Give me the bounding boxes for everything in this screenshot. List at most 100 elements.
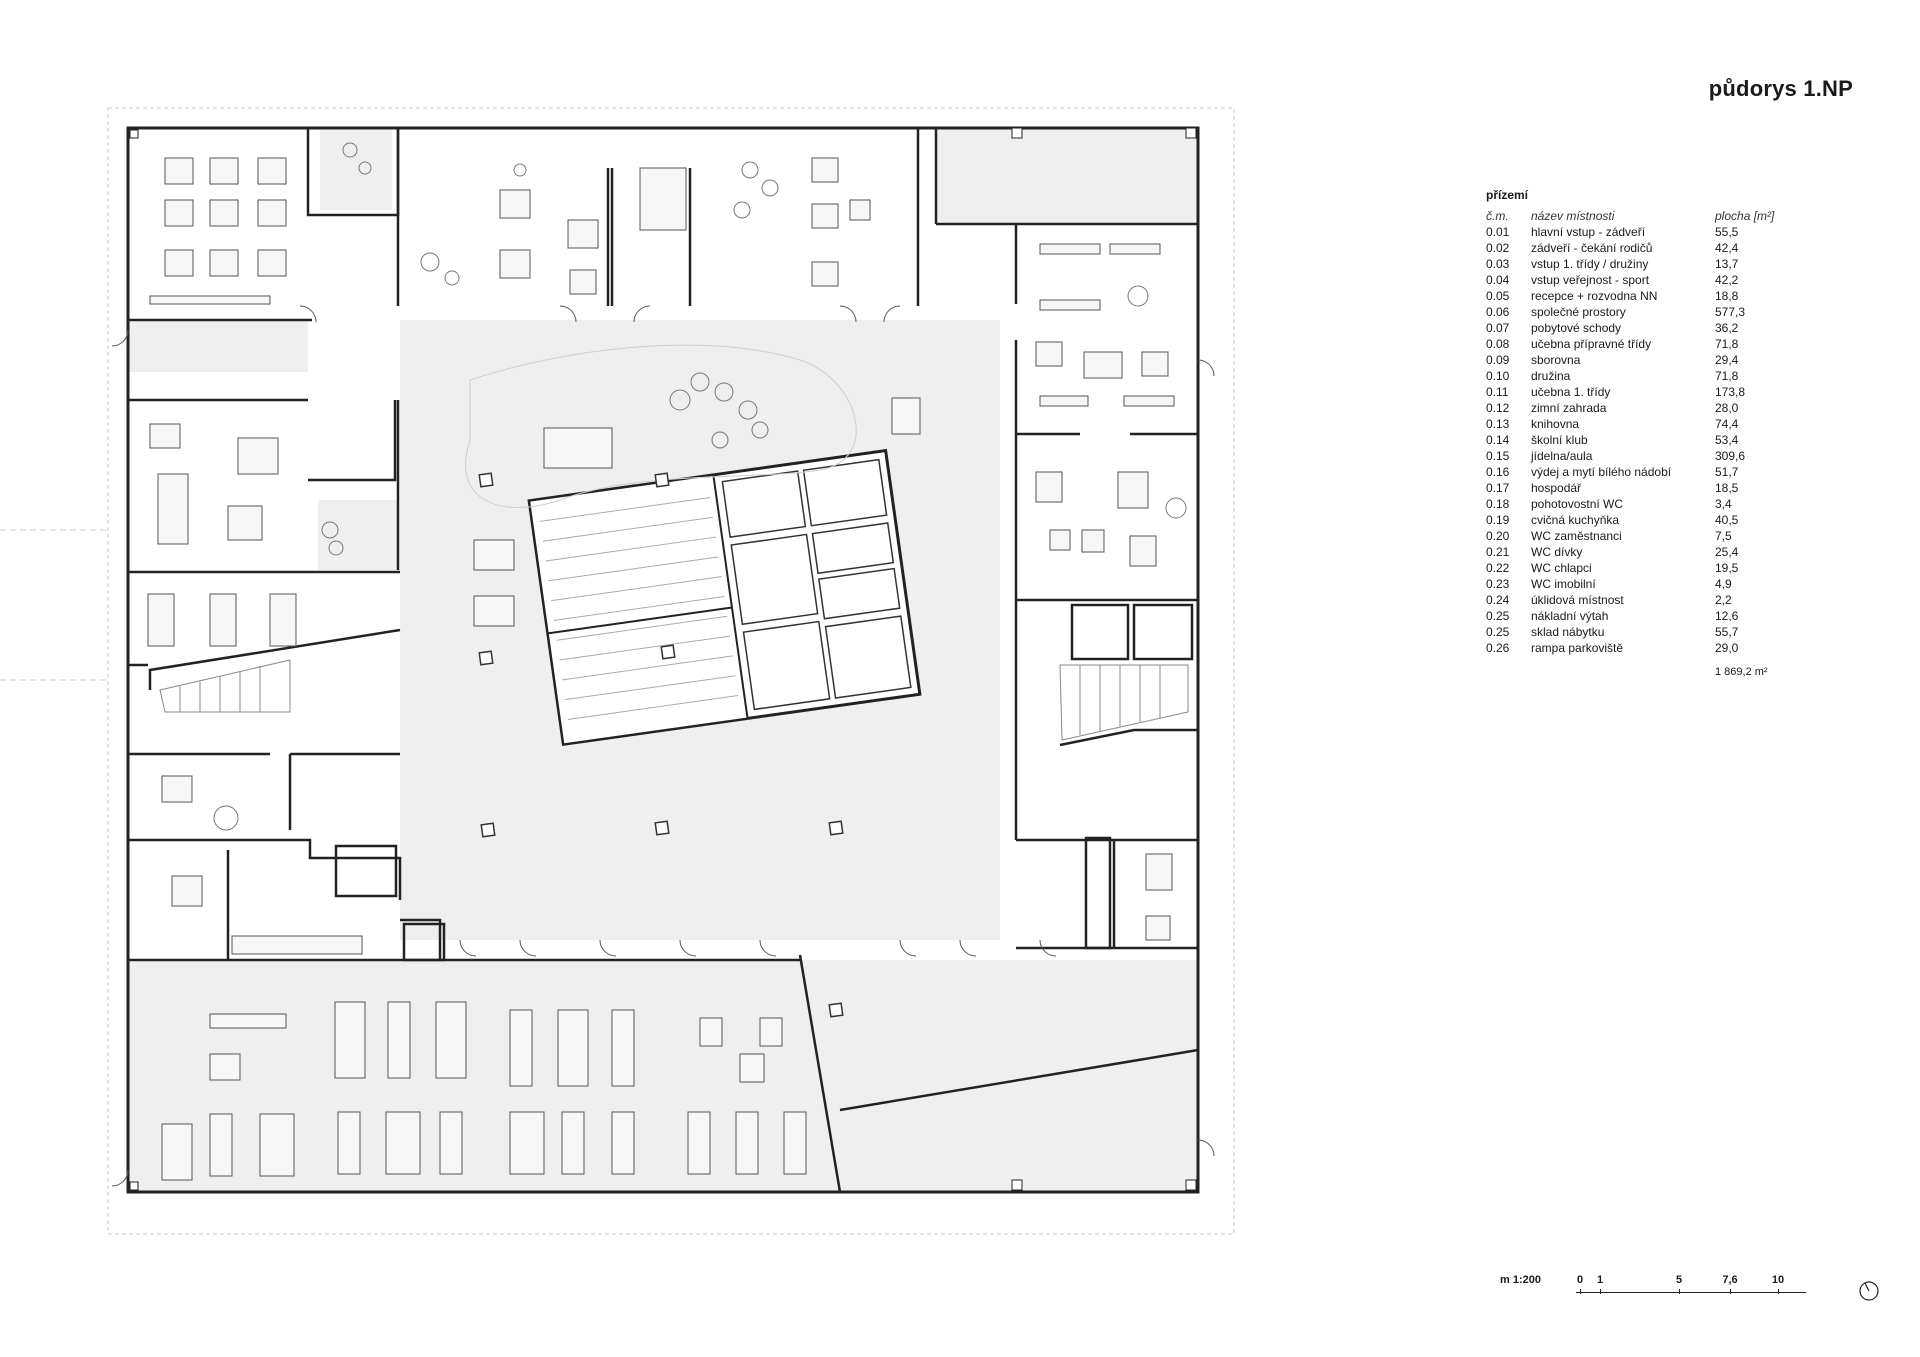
- room-name: učebna přípravné třídy: [1531, 337, 1652, 351]
- scale-tick: [1580, 1289, 1581, 1294]
- room-number: 0.03: [1486, 257, 1510, 271]
- room-area: 36,2: [1715, 321, 1739, 335]
- room-area: 3,4: [1715, 497, 1732, 511]
- room-name: zimní zahrada: [1531, 401, 1607, 415]
- room-name: WC zaměstnanci: [1531, 529, 1622, 543]
- room-area: 40,5: [1715, 513, 1739, 527]
- room-area: 42,4: [1715, 241, 1739, 255]
- room-number: 0.05: [1486, 289, 1510, 303]
- room-area: 55,7: [1715, 625, 1739, 639]
- room-area: 2,2: [1715, 593, 1732, 607]
- legend-row: 0.04 vstup veřejnost - sport 42,2: [1486, 272, 1786, 288]
- room-area: 25,4: [1715, 545, 1739, 559]
- room-number: 0.24: [1486, 593, 1510, 607]
- legend-row: 0.24 úklidová místnost 2,2: [1486, 592, 1786, 608]
- stairs: [159, 659, 1189, 741]
- scale-tick-label: 0: [1576, 1274, 1584, 1286]
- room-name: rampa parkoviště: [1531, 641, 1624, 655]
- scale-bar: m 1:200 0 1 5 7,6 10: [1500, 1272, 1880, 1312]
- room-name: společné prostory: [1531, 305, 1626, 319]
- room-number: 0.16: [1486, 465, 1510, 479]
- room-name: učebna 1. třídy: [1531, 385, 1611, 399]
- scale-tick: [1679, 1289, 1680, 1294]
- room-name: WC dívky: [1531, 545, 1583, 559]
- room-number: 0.04: [1486, 273, 1510, 287]
- room-name: knihovna: [1531, 417, 1580, 431]
- room-area: 18,5: [1715, 481, 1739, 495]
- room-area: 7,5: [1715, 529, 1732, 543]
- room-name: školní klub: [1531, 433, 1588, 447]
- room-name: pobytové schody: [1531, 321, 1622, 335]
- room-name: vstup 1. třídy / družiny: [1531, 257, 1649, 271]
- room-area: 42,2: [1715, 273, 1739, 287]
- room-number: 0.06: [1486, 305, 1510, 319]
- room-number: 0.26: [1486, 641, 1510, 655]
- legend-row: 0.18 pohotovostní WC 3,4: [1486, 496, 1786, 512]
- room-number: 0.07: [1486, 321, 1510, 335]
- drawing-title: půdorys 1.NP: [1708, 76, 1853, 101]
- room-name: cvičná kuchyňka: [1531, 513, 1620, 527]
- room-name: sborovna: [1531, 353, 1581, 367]
- room-name: vstup veřejnost - sport: [1531, 273, 1650, 287]
- room-number: 0.09: [1486, 353, 1510, 367]
- room-name: hlavní vstup - zádveří: [1531, 225, 1646, 239]
- scale-tick-label: 7,6: [1722, 1274, 1738, 1286]
- scale-tick: [1730, 1289, 1731, 1294]
- legend-row: 0.09 sborovna 29,4: [1486, 352, 1786, 368]
- legend-section-title: přízemí: [1486, 188, 1529, 202]
- room-area: 12,6: [1715, 609, 1739, 623]
- room-number: 0.14: [1486, 433, 1510, 447]
- header-name: název místnosti: [1531, 209, 1615, 223]
- room-name: úklidová místnost: [1531, 593, 1624, 607]
- inner-walls: [128, 128, 1199, 1193]
- room-area: 74,4: [1715, 417, 1739, 431]
- room-name: nákladní výtah: [1531, 609, 1609, 623]
- room-number: 0.18: [1486, 497, 1510, 511]
- legend-row: 0.06 společné prostory 577,3: [1486, 304, 1786, 320]
- scale-label: m 1:200: [1500, 1274, 1541, 1286]
- scale-tick: [1600, 1289, 1601, 1294]
- scale-tick-label: 10: [1771, 1274, 1785, 1286]
- legend-header: č.m. název místnosti plocha [m²]: [1486, 208, 1786, 224]
- columns: [478, 472, 844, 1018]
- room-area: 29,4: [1715, 353, 1739, 367]
- room-area: 19,5: [1715, 561, 1739, 575]
- room-area: 577,3: [1715, 305, 1746, 319]
- floor-plan: [0, 107, 1235, 1235]
- room-area: 71,8: [1715, 337, 1739, 351]
- room-area: 71,8: [1715, 369, 1739, 383]
- room-area: 29,0: [1715, 641, 1739, 655]
- room-number: 0.23: [1486, 577, 1510, 591]
- room-name: zádveří - čekání rodičů: [1531, 241, 1653, 255]
- furniture: [147, 157, 1175, 1181]
- doors: [111, 305, 1215, 1187]
- room-name: jídelna/aula: [1531, 449, 1593, 463]
- room-name: sklad nábytku: [1531, 625, 1605, 639]
- room-area: 309,6: [1715, 449, 1746, 463]
- room-name: pohotovostní WC: [1531, 497, 1624, 511]
- legend-row: 0.02 zádveří - čekání rodičů 42,4: [1486, 240, 1786, 256]
- room-name: recepce + rozvodna NN: [1531, 289, 1658, 303]
- scale-line: [1576, 1292, 1806, 1293]
- room-number: 0.02: [1486, 241, 1510, 255]
- outer-walls: [126, 126, 1200, 1194]
- room-area: 18,8: [1715, 289, 1739, 303]
- legend-total: 1 869,2 m²: [1715, 666, 1768, 678]
- legend-row: 0.26 rampa parkoviště 29,0: [1486, 640, 1786, 656]
- scale-tick: [1778, 1289, 1779, 1294]
- room-number: 0.17: [1486, 481, 1510, 495]
